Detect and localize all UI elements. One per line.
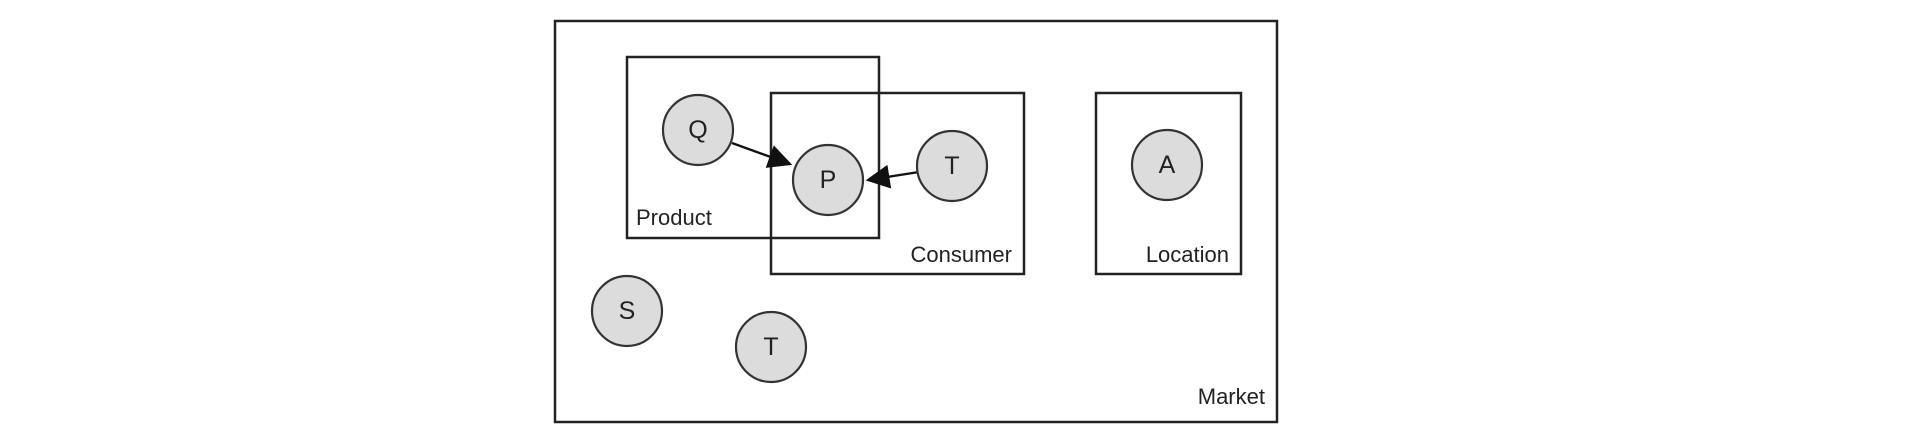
node-t-market: T: [734, 310, 808, 384]
edge-q-to-p: [731, 141, 793, 168]
consumer-plate: Consumer: [769, 91, 1026, 276]
node-s: S: [590, 274, 664, 348]
node-s-label: S: [619, 297, 636, 325]
node-p: P: [791, 143, 865, 217]
market-plate-label: Market: [1198, 384, 1265, 409]
node-t-consumer-label: T: [944, 152, 959, 180]
node-t-market-label: T: [763, 333, 778, 361]
location-plate: Location: [1094, 91, 1243, 276]
consumer-plate-label: Consumer: [911, 242, 1012, 267]
node-p-label: P: [820, 166, 837, 194]
node-t-consumer: T: [915, 129, 989, 203]
node-a: A: [1130, 128, 1204, 202]
product-plate-label: Product: [636, 205, 712, 230]
product-plate: Product: [625, 55, 881, 240]
node-q: Q: [661, 93, 735, 167]
node-a-label: A: [1159, 151, 1176, 179]
node-q-label: Q: [688, 116, 707, 144]
location-plate-label: Location: [1146, 242, 1229, 267]
edge-t-to-p: [865, 164, 920, 189]
market-plate: Market: [553, 19, 1279, 424]
